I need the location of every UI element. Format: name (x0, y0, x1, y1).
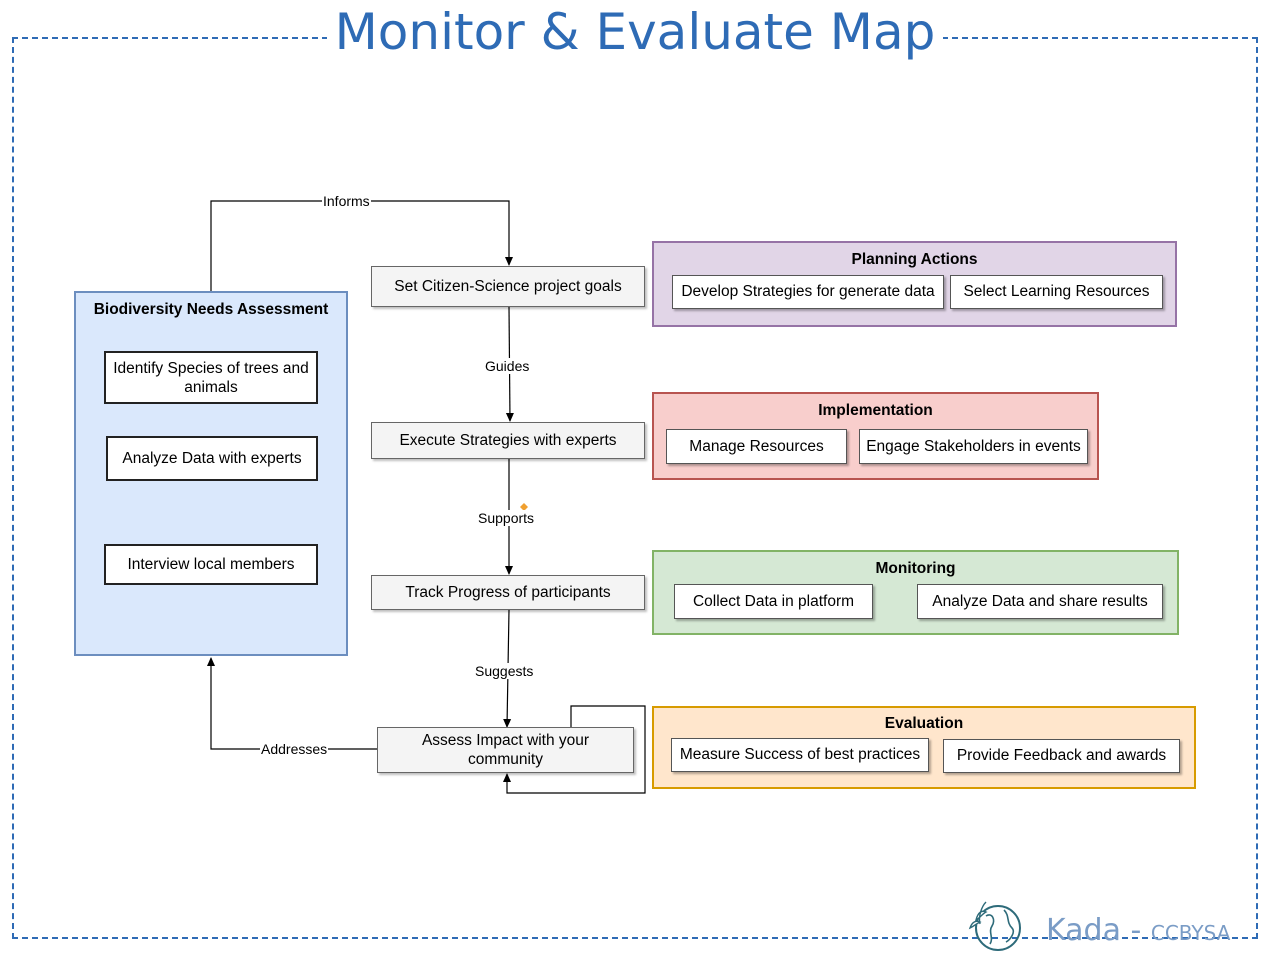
assessment-item-analyze-data[interactable]: Analyze Data with experts (106, 436, 318, 481)
edge-label-suggests: Suggests (474, 663, 535, 679)
step-track-progress[interactable]: Track Progress of participants (371, 575, 645, 610)
planning-item-develop-strategies[interactable]: Develop Strategies for generate data (672, 275, 944, 309)
assessment-item-interview-members[interactable]: Interview local members (104, 544, 318, 585)
evaluation-item-provide-feedback[interactable]: Provide Feedback and awards (943, 739, 1180, 773)
edge-label-guides: Guides (484, 358, 531, 374)
edge-addresses (207, 657, 377, 750)
step-set-goals[interactable]: Set Citizen-Science project goals (371, 266, 645, 307)
monitoring-item-analyze-share[interactable]: Analyze Data and share results (917, 584, 1163, 619)
brand-license: CCBYSA (1150, 921, 1231, 945)
edge-label-addresses: Addresses (260, 741, 329, 757)
evaluation-item-measure-success[interactable]: Measure Success of best practices (671, 738, 929, 772)
planning-title: Planning Actions (851, 251, 978, 268)
planning-item-select-resources[interactable]: Select Learning Resources (950, 275, 1163, 309)
edge-self-loop (503, 705, 646, 794)
waypoint-diamond (520, 503, 528, 511)
brand-credit: Kada - CCBYSA (1046, 913, 1230, 951)
implementation-item-engage-stakeholders[interactable]: Engage Stakeholders in events (859, 429, 1088, 464)
assessment-title: Biodiversity Needs Assessment (93, 301, 329, 318)
page-title-text: Monitor & Evaluate Map (326, 3, 944, 61)
step-execute-strategies[interactable]: Execute Strategies with experts (371, 422, 645, 459)
monitoring-item-collect-data[interactable]: Collect Data in platform (674, 584, 873, 619)
page-title: Monitor & Evaluate Map (0, 2, 1270, 62)
brand-separator: - (1120, 913, 1151, 948)
edge-label-supports: Supports (477, 510, 536, 526)
brand-name: Kada (1046, 913, 1121, 948)
edge-label-informs: Informs (322, 193, 371, 209)
kada-globe-logo-icon (968, 901, 1021, 951)
implementation-title: Implementation (818, 402, 933, 419)
evaluation-title: Evaluation (884, 715, 964, 732)
implementation-item-manage-resources[interactable]: Manage Resources (666, 429, 847, 464)
step-assess-impact[interactable]: Assess Impact with your community (377, 727, 634, 773)
monitoring-title: Monitoring (875, 560, 956, 577)
assessment-item-identify-species[interactable]: Identify Species of trees and animals (104, 351, 318, 404)
